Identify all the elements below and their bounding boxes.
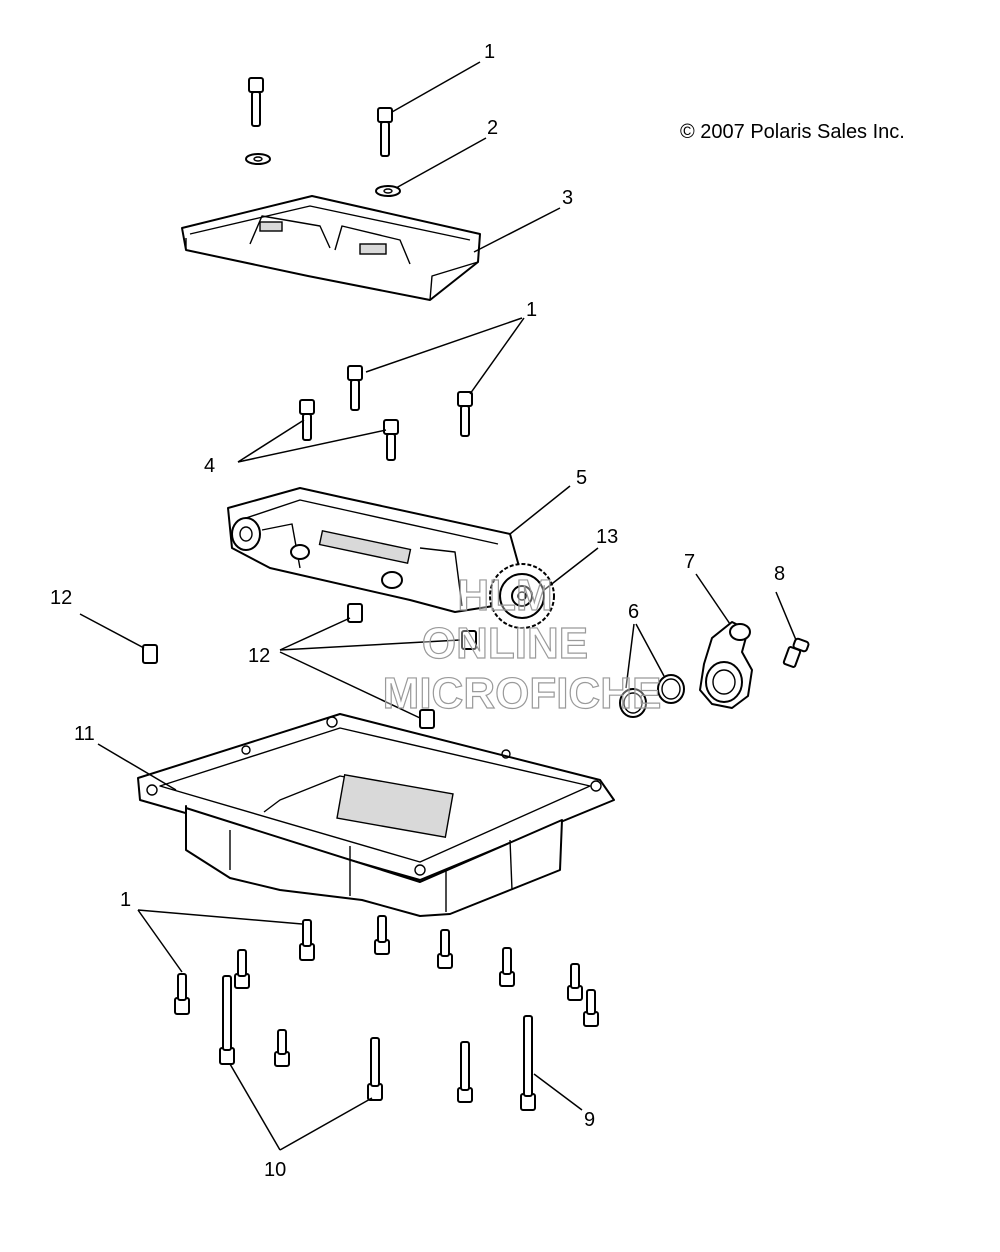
leader-lines (79, 61, 797, 1151)
bolt-bottom-i (274, 1029, 290, 1067)
bolt-part-1-bottom-a (174, 973, 190, 1015)
bolt-part-1-mid-a (347, 365, 363, 411)
drive-gear-part-13 (489, 563, 555, 629)
bolt-bottom-h (583, 989, 599, 1027)
o-ring-part-6-right (657, 674, 685, 704)
bolt-part-1-mid-b (457, 391, 473, 437)
watermark: HLM ONLINE MICROFICHE (382, 570, 662, 718)
bolt-bottom-f (499, 947, 515, 987)
elbow-fitting-part-7 (699, 621, 753, 709)
watermark-line-2: ONLINE (422, 619, 588, 668)
o-ring-part-6-left (619, 688, 647, 718)
bolt-part-1-top-right (377, 107, 393, 157)
bolt-part-1-bottom-b (299, 919, 315, 961)
oil-pump-part-5 (227, 487, 521, 613)
bolt-bottom-e (437, 929, 453, 969)
callout-3: 3 (562, 187, 573, 209)
bolt-bottom-j (457, 1041, 473, 1103)
washer-part-2-right (375, 185, 401, 197)
callout-1-bottom: 1 (120, 889, 131, 911)
dowel-part-12-mid-a (347, 603, 363, 623)
callout-5: 5 (576, 467, 587, 489)
bolt-part-10-a (219, 975, 235, 1065)
bolt-bottom-d (374, 915, 390, 955)
callout-7: 7 (684, 551, 695, 573)
callout-12-mid: 12 (248, 645, 270, 667)
bolt-bottom-c (234, 949, 250, 989)
bolt-part-4-a (299, 399, 315, 441)
washer-part-2-left (245, 153, 271, 165)
watermark-line-1: HLM (457, 571, 552, 620)
callout-4: 4 (204, 455, 215, 477)
callout-11: 11 (74, 723, 95, 745)
baffle-plate-part-3 (181, 195, 481, 301)
callout-8: 8 (774, 563, 785, 585)
copyright-text: © 2007 Polaris Sales Inc. (680, 121, 905, 143)
dowel-part-12-left (142, 644, 158, 664)
bolt-part-8 (782, 637, 810, 668)
dowel-part-12-mid-c (419, 709, 435, 729)
callout-12-left: 12 (50, 587, 72, 609)
callout-1-top: 1 (484, 41, 495, 63)
bolt-bottom-g (567, 963, 583, 1001)
bolt-part-10-b (367, 1037, 383, 1101)
oil-pan-part-11 (137, 713, 615, 917)
callout-13: 13 (596, 526, 618, 548)
callout-6: 6 (628, 601, 639, 623)
callout-1-mid: 1 (526, 299, 537, 321)
bolt-part-4-b (383, 419, 399, 461)
callout-2: 2 (487, 117, 498, 139)
bolt-part-1-top-left (248, 77, 264, 127)
callout-10: 10 (264, 1159, 286, 1181)
callout-9: 9 (584, 1109, 595, 1131)
watermark-line-3: MICROFICHE (383, 669, 662, 718)
dowel-part-12-mid-b (461, 630, 477, 650)
long-bolt-part-9 (520, 1015, 536, 1111)
